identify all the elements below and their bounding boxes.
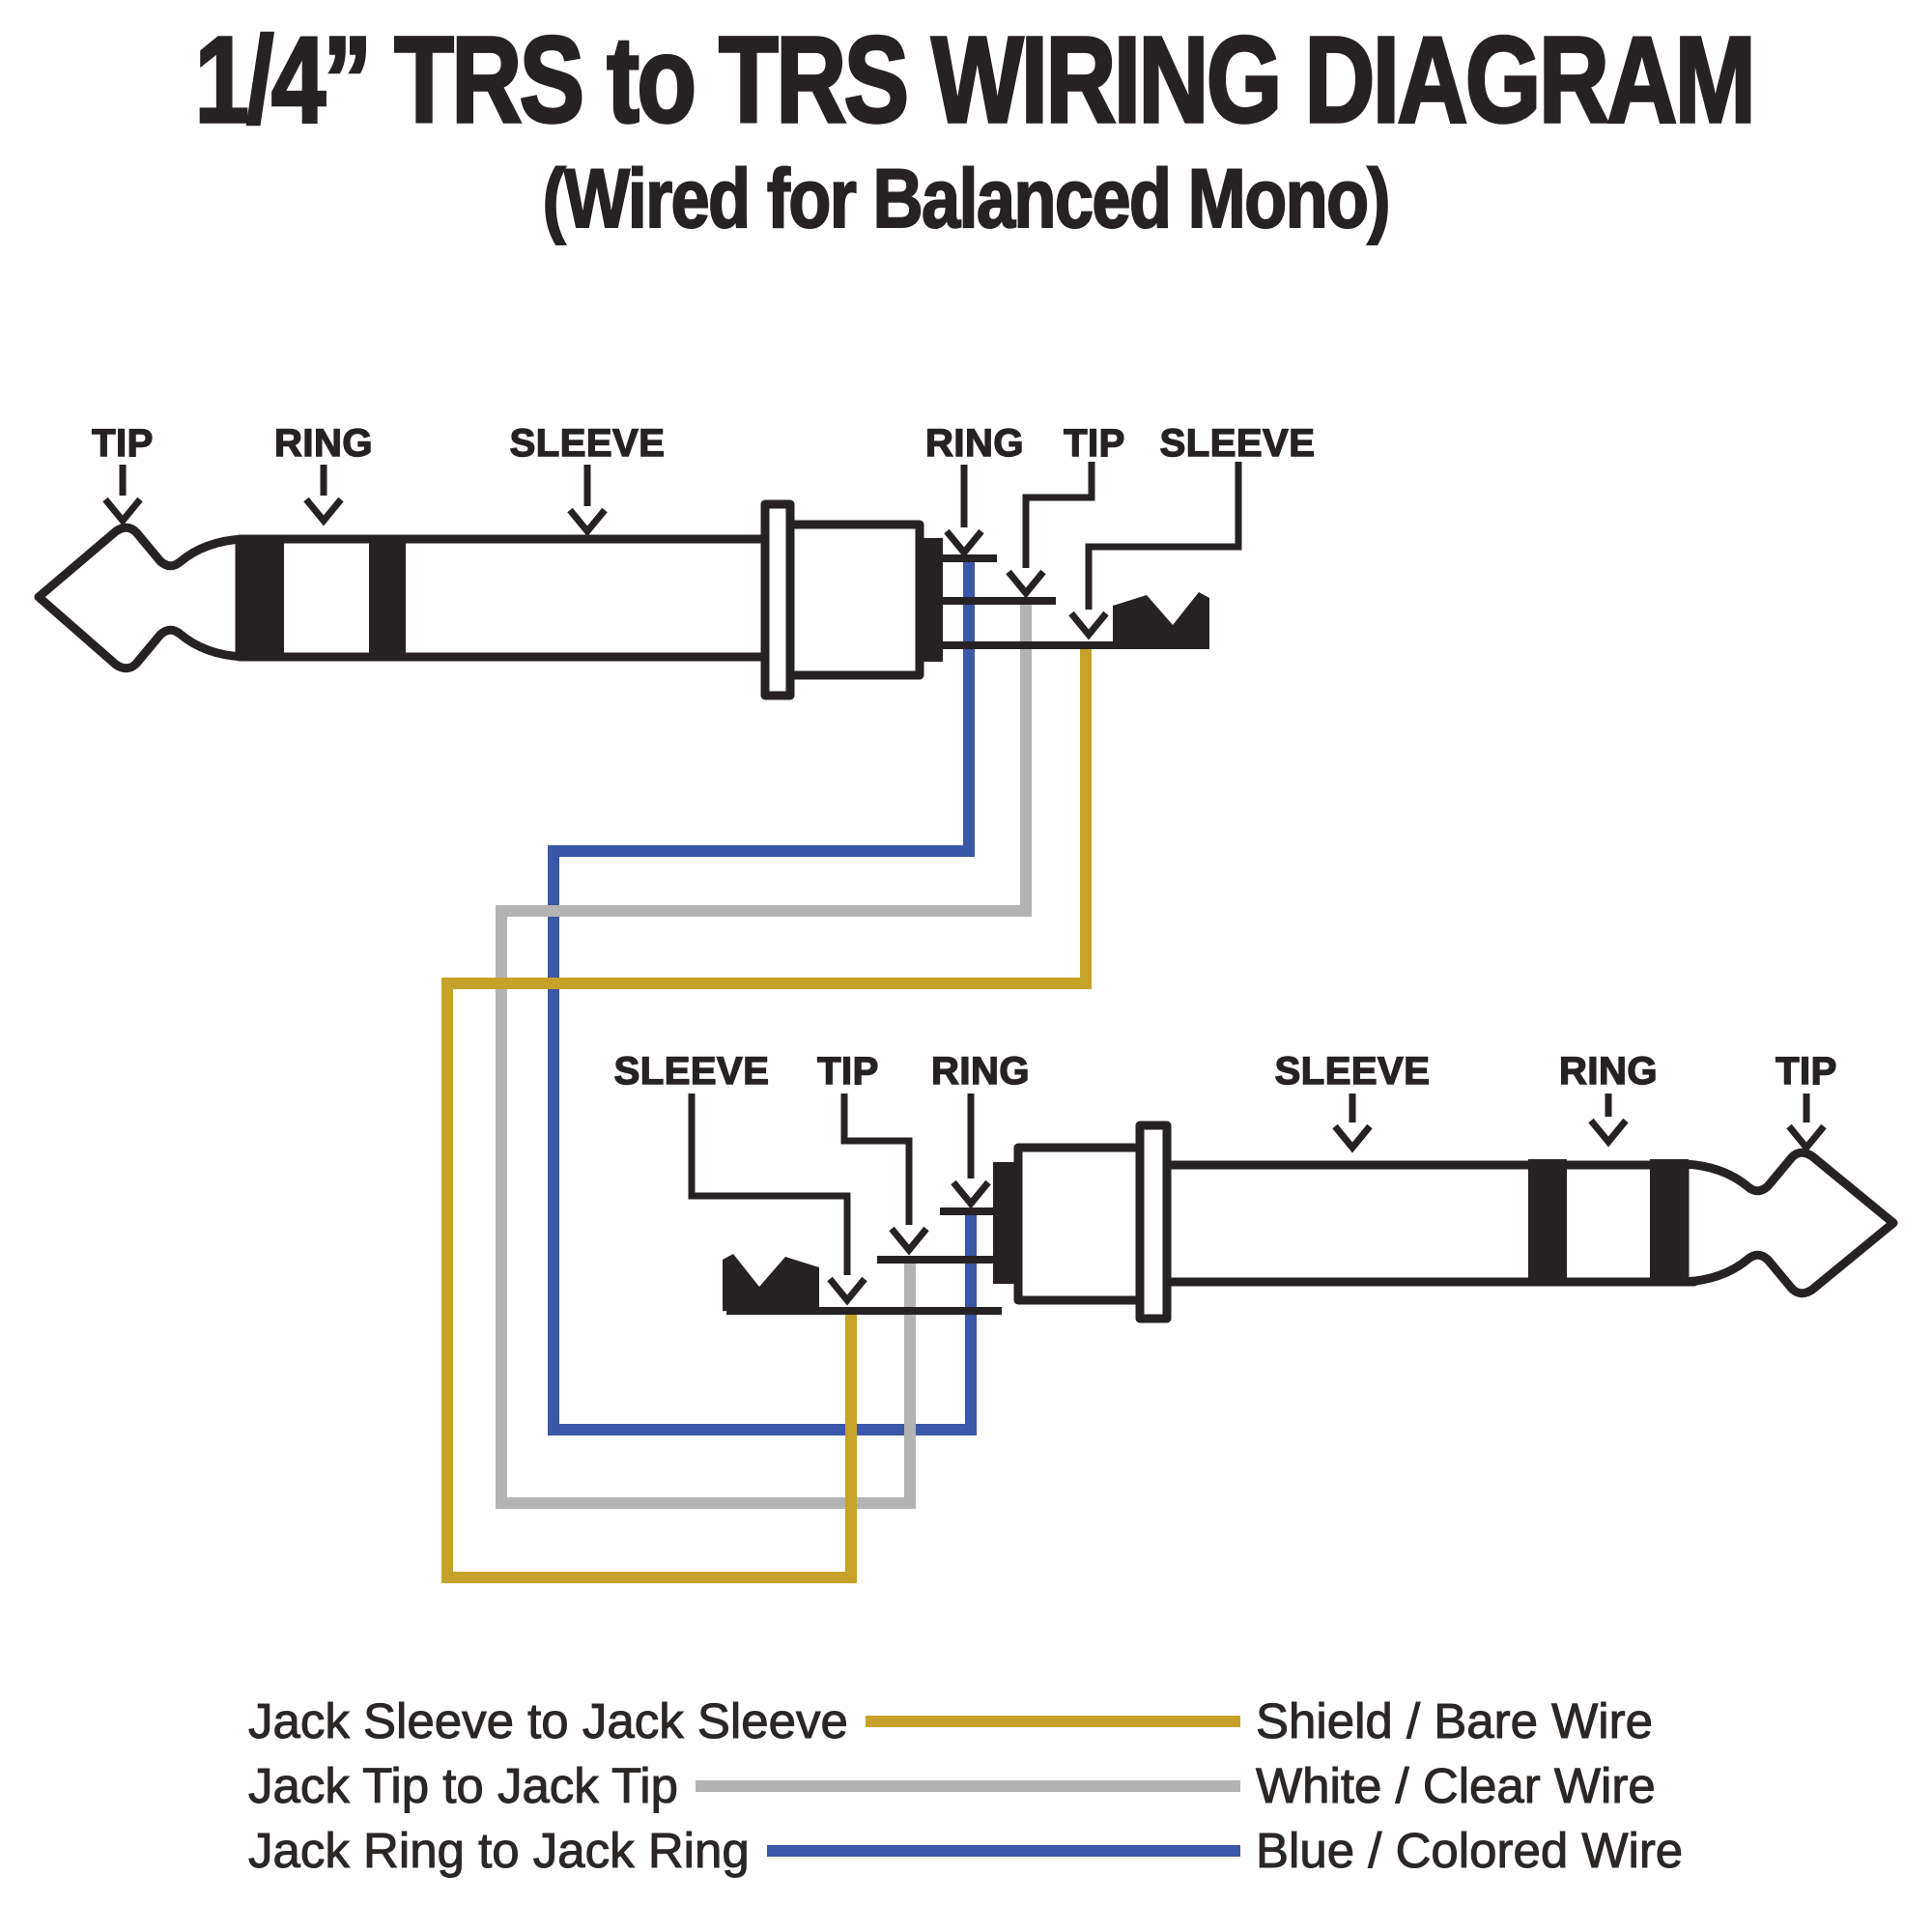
upper-left-label-sleeve: SLEEVE: [510, 422, 666, 465]
upper-plug-band-1: [242, 535, 284, 661]
upper-trs-plug: [34, 499, 1209, 700]
tip-lug-arrow-shaft-lower: [840, 1094, 913, 1225]
shield-wire-swatch: [865, 1715, 1240, 1727]
lower-plug-barrel: [1162, 1160, 1699, 1287]
tip-lug-arrow-head: [1006, 569, 1046, 599]
wires: [441, 562, 1092, 1583]
legend-connection-label: Jack Sleeve to Jack Sleeve: [248, 1693, 849, 1748]
lower-right-label-tip: TIP: [1776, 1050, 1837, 1093]
ring-lug-arrow-head-lower: [951, 1179, 991, 1209]
lower-plug-housing: [1013, 1143, 1145, 1305]
legend-wire-label: White / Clear Wire: [1256, 1758, 1657, 1813]
title-text: 1/4” TRS to TRS WIRING DIAGRAM: [193, 12, 1757, 148]
legend-wire-label: Shield / Bare Wire: [1256, 1693, 1654, 1748]
upper-plug-tip: [34, 523, 248, 673]
ring-arrow-head-lower: [1588, 1118, 1629, 1148]
sleeve-to-sleeve-wire: [441, 649, 1092, 1583]
tip-arrow-head: [102, 497, 143, 526]
page-subtitle: (Wired for Balanced Mono): [0, 153, 1932, 245]
white-wire-swatch: [696, 1779, 1240, 1792]
upper-plug-housing: [785, 520, 924, 680]
legend-connection-label: Jack Tip to Jack Tip: [247, 1758, 679, 1813]
upper-right-label-sleeve: SLEEVE: [1160, 422, 1316, 465]
lower-trs-plug: [723, 1121, 1898, 1323]
tip-lug-arrow-shaft: [1022, 462, 1095, 568]
lower-left-label-ring: RING: [931, 1050, 1030, 1093]
lower-right-label-sleeve: SLEEVE: [1275, 1050, 1431, 1093]
tip-lug-arrow-head-lower: [889, 1226, 929, 1256]
page-title: 1/4” TRS to TRS WIRING DIAGRAM: [0, 12, 1932, 148]
tip-to-tip-wire: [496, 605, 1032, 1509]
legend-wire-label: Blue / Colored Wire: [1256, 1823, 1684, 1878]
sleeve-arrow-head-lower: [1332, 1123, 1373, 1153]
sleeve-arrow-head: [567, 507, 608, 537]
upper-plug-barrel: [235, 534, 772, 662]
legend: Jack Sleeve to Jack Sleeve Shield / Bare…: [247, 1693, 1729, 1878]
lower-plug-tip: [1680, 1148, 1898, 1298]
blue-wire-swatch: [766, 1844, 1240, 1857]
upper-left-label-ring: RING: [274, 422, 373, 465]
sleeve-lug-arrow-head: [1068, 611, 1109, 640]
upper-plug-band-2: [369, 535, 406, 661]
tip-arrow-head-lower: [1786, 1123, 1827, 1153]
legend-connection-label: Jack Ring to Jack Ring: [248, 1823, 751, 1878]
upper-left-label-tip: TIP: [92, 422, 154, 465]
ring-to-ring-wire: [548, 562, 977, 1435]
lower-left-label-tip: TIP: [817, 1050, 879, 1093]
lower-sleeve-tab: [723, 1254, 819, 1311]
lower-plug-collar: [1135, 1121, 1172, 1323]
legend-row-sleeve: Jack Sleeve to Jack Sleeve Shield / Bare…: [248, 1693, 1729, 1748]
subtitle-text: (Wired for Balanced Mono): [542, 153, 1392, 245]
upper-right-label-tip: TIP: [1064, 422, 1125, 465]
upper-sleeve-tab: [1113, 592, 1209, 649]
lower-plug-callouts: SLEEVE TIP RING SLEEVE RING TIP: [613, 1049, 1837, 1306]
sleeve-lug-arrow-shaft: [1085, 462, 1242, 610]
ring-lug-arrow-head: [944, 528, 984, 558]
legend-row-tip: Jack Tip to Jack Tip White / Clear Wire: [247, 1758, 1729, 1813]
upper-right-label-ring: RING: [925, 422, 1024, 465]
legend-row-ring: Jack Ring to Jack Ring Blue / Colored Wi…: [248, 1823, 1729, 1878]
lower-left-label-sleeve: SLEEVE: [614, 1050, 770, 1093]
ring-arrow-head: [303, 497, 344, 526]
lower-plug-band-1: [1528, 1159, 1567, 1286]
sleeve-lug-arrow-shaft-lower: [688, 1094, 851, 1275]
upper-plug-callouts: TIP RING SLEEVE RING TIP SLEEVE: [91, 421, 1316, 640]
sleeve-lug-arrow-head-lower: [827, 1276, 867, 1306]
lower-right-label-ring: RING: [1559, 1050, 1658, 1093]
